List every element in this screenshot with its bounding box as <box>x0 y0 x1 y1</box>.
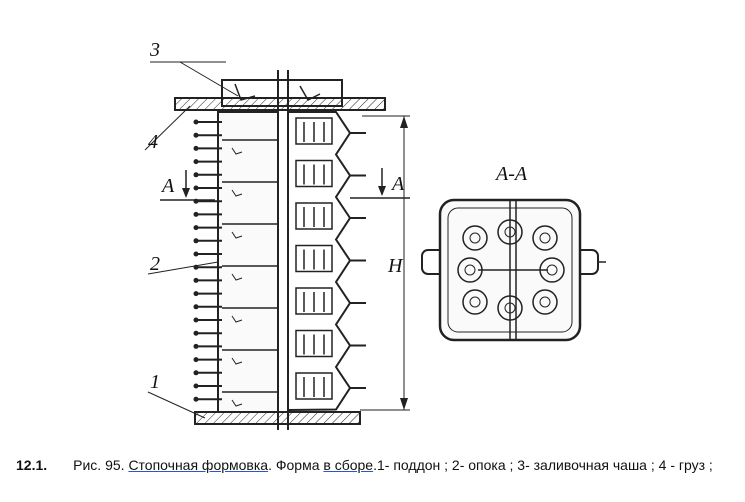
left-pin-head <box>193 370 199 376</box>
left-pin-head <box>193 159 199 165</box>
section-casting-circle <box>457 257 483 283</box>
left-pin-head <box>193 317 199 323</box>
left-pin-head <box>193 357 199 363</box>
section-label-right: A <box>390 173 405 195</box>
section-casting-core <box>464 264 476 276</box>
left-pin-head <box>193 211 199 217</box>
section-casting-core <box>504 226 516 238</box>
left-cavity-mark <box>231 189 243 197</box>
left-pin-head <box>193 132 199 138</box>
left-cavity-mark <box>231 273 243 281</box>
section-view-title: A-A <box>494 163 528 185</box>
flask-stack-right <box>287 111 366 411</box>
casting-cavity <box>295 244 333 273</box>
left-pin-head <box>193 291 199 297</box>
height-dimension: H <box>360 115 410 411</box>
section-casting-circle <box>497 219 523 245</box>
left-pin-head <box>193 343 199 349</box>
section-casting-circle <box>539 257 565 283</box>
caption-assembly-link[interactable]: в сборе <box>323 457 374 473</box>
left-pin-head <box>193 238 199 244</box>
callout-2: 2 <box>147 253 219 275</box>
left-pin-head <box>193 145 199 151</box>
left-pin-head <box>193 330 199 336</box>
section-view-aa: A-A <box>421 163 606 342</box>
caption-text-mid: . Форма <box>268 457 324 473</box>
section-casting-circle <box>532 225 558 251</box>
section-casting-core <box>469 232 481 244</box>
left-cavity-mark <box>231 357 243 365</box>
caption-fig-prefix: Рис. 95. <box>73 457 125 473</box>
figure-caption: 12.1.Рис. 95. Стопочная формовка. Форма … <box>16 455 731 475</box>
callout-3: 3 <box>149 39 239 97</box>
caption-title-link[interactable]: Стопочная формовка <box>128 457 269 473</box>
section-casting-core <box>539 232 551 244</box>
callout-3-number: 3 <box>149 39 160 61</box>
left-cavity-mark <box>231 231 243 239</box>
section-casting-circle <box>462 225 488 251</box>
section-casting-core <box>504 302 516 314</box>
section-casting-circle <box>462 289 488 315</box>
stack-molding-drawing: H A A 3 4 2 1 A-A <box>144 39 606 430</box>
flask-stack-left <box>193 111 279 413</box>
caption-number: 12.1. <box>16 457 48 473</box>
left-pin-head <box>193 185 199 191</box>
casting-cavity <box>295 287 333 315</box>
section-casting-core <box>539 296 551 308</box>
weight-plate <box>174 97 386 111</box>
casting-cavity <box>295 202 333 230</box>
casting-cavity <box>295 117 333 145</box>
callout-2-number: 2 <box>150 253 160 275</box>
section-casting-circle <box>497 295 523 321</box>
left-pin-head <box>193 383 199 389</box>
section-mark-right: A <box>350 168 410 199</box>
section-mark-left: A <box>160 170 215 201</box>
left-pin-head <box>193 304 199 310</box>
caption-legend: .1- поддон ; 2- опока ; 3- заливочная ча… <box>373 457 713 473</box>
section-casting-core <box>469 296 481 308</box>
left-pin-head <box>193 172 199 178</box>
left-pin-head <box>193 119 199 125</box>
left-pin-head <box>193 225 199 231</box>
callout-1: 1 <box>147 371 206 419</box>
left-cavity-mark <box>231 399 243 407</box>
left-pin-head <box>193 251 199 257</box>
callout-1-number: 1 <box>150 371 160 393</box>
callout-4: 4 <box>144 105 191 153</box>
casting-cavity <box>295 329 333 358</box>
callout-4-number: 4 <box>148 131 158 153</box>
left-cavity-mark <box>231 147 243 155</box>
section-casting-core <box>546 264 558 276</box>
base-pallet <box>194 411 361 425</box>
left-pin-head <box>193 277 199 283</box>
section-label-left: A <box>160 175 175 197</box>
height-label: H <box>387 255 404 277</box>
casting-cavity <box>295 372 333 400</box>
section-casting-circle <box>532 289 558 315</box>
left-pin-head <box>193 396 199 402</box>
left-cavity-mark <box>231 315 243 323</box>
central-sprue <box>277 70 289 430</box>
casting-cavity <box>295 159 333 188</box>
